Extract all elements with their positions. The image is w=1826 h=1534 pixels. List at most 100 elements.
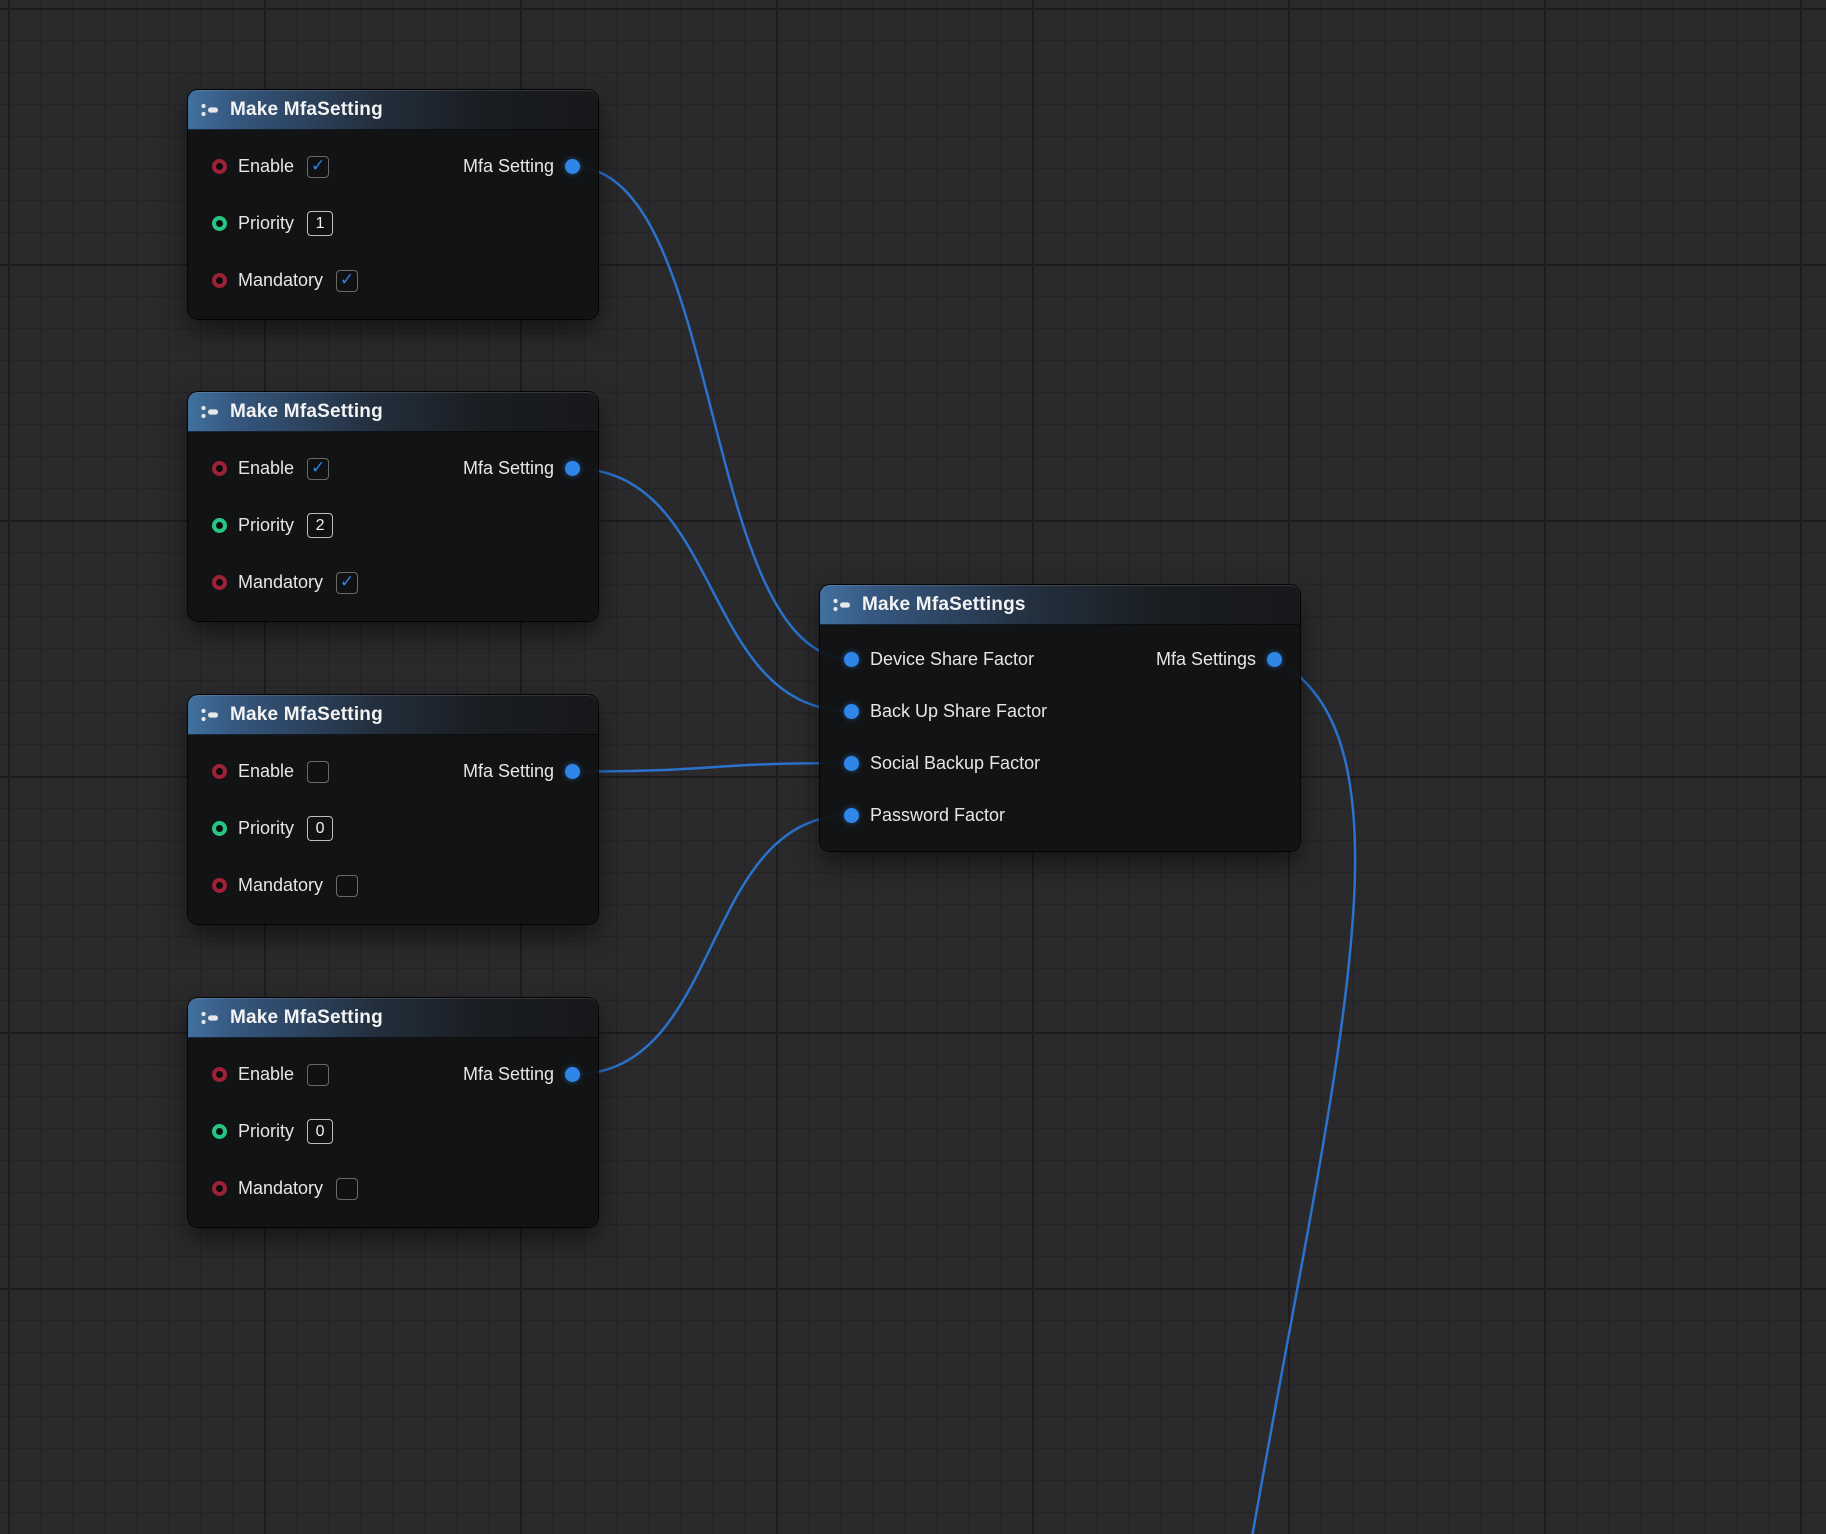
node-header[interactable]: Make MfaSettings [820, 585, 1300, 625]
back-up-share-factor-pin[interactable] [844, 703, 859, 719]
priority-input[interactable]: 0 [307, 1119, 334, 1144]
node-body: Enable ✓ Mfa Setting Priority 1 Man [188, 130, 598, 319]
node-title: Make MfaSetting [230, 98, 383, 120]
enable-checkbox[interactable]: ✓ [307, 457, 330, 480]
pin-row: Priority 2 [188, 497, 598, 554]
node-make-mfasetting-3[interactable]: Make MfaSetting Enable Mfa Setting Prior… [188, 695, 598, 924]
node-make-mfasetting-4[interactable]: Make MfaSetting Enable Mfa Setting Prior… [188, 998, 598, 1227]
wire[interactable] [572, 813, 852, 1076]
pin-row: Priority 0 [188, 1103, 598, 1160]
enable-pin[interactable] [212, 461, 227, 476]
pin-row: Social Backup Factor [820, 737, 1300, 789]
node-body: Device Share Factor Mfa Settings Back Up… [820, 625, 1300, 851]
password-factor-pin[interactable] [844, 807, 859, 823]
enable-label: Enable [238, 761, 295, 781]
make-struct-icon [832, 597, 852, 613]
priority-pin[interactable] [212, 1124, 227, 1139]
priority-pin[interactable] [212, 518, 227, 533]
mandatory-checkbox[interactable]: ✓ [336, 269, 359, 292]
node-body: Enable Mfa Setting Priority 0 Mand [188, 1038, 598, 1227]
mandatory-pin[interactable] [212, 878, 227, 893]
mfa-settings-output-pin[interactable] [1267, 651, 1282, 667]
enable-checkbox[interactable]: ✓ [307, 155, 330, 178]
mfa-setting-output-pin[interactable] [565, 159, 580, 174]
pin-row: Priority 0 [188, 800, 598, 857]
make-struct-icon [200, 707, 220, 723]
pin-row: Enable ✓ Mfa Setting [188, 440, 598, 497]
checkbox-checkmark: ✓ [310, 156, 326, 175]
node-make-mfasetting-2[interactable]: Make MfaSetting Enable ✓ Mfa Setting Pri… [188, 392, 598, 621]
device-share-factor-pin[interactable] [844, 651, 859, 667]
node-title: Make MfaSettings [862, 593, 1026, 615]
priority-input[interactable]: 1 [307, 211, 334, 236]
mfa-settings-output-label: Mfa Settings [1155, 648, 1256, 669]
priority-input[interactable]: 2 [307, 513, 334, 538]
pin-row: Mandatory ✓ [188, 554, 598, 611]
mfa-setting-output-pin[interactable] [565, 764, 580, 779]
make-struct-icon [200, 404, 220, 420]
priority-label: Priority [238, 1121, 295, 1141]
pin-row: Back Up Share Factor [820, 685, 1300, 737]
node-header[interactable]: Make MfaSetting [188, 695, 598, 735]
output-label: Mfa Setting [462, 458, 554, 478]
node-title: Make MfaSetting [230, 1006, 383, 1028]
priority-label: Priority [238, 818, 295, 838]
node-header[interactable]: Make MfaSetting [188, 392, 598, 432]
node-title: Make MfaSetting [230, 703, 383, 725]
priority-label: Priority [238, 515, 295, 535]
node-header[interactable]: Make MfaSetting [188, 998, 598, 1038]
pin-row: Password Factor [820, 789, 1300, 841]
password-factor-label: Password Factor [870, 804, 1006, 825]
mandatory-checkbox[interactable] [336, 1177, 359, 1200]
social-backup-factor-pin[interactable] [844, 755, 859, 771]
pin-row: Mandatory [188, 857, 598, 914]
priority-input[interactable]: 0 [307, 816, 334, 841]
enable-checkbox[interactable] [307, 760, 330, 783]
back-up-share-factor-label: Back Up Share Factor [870, 700, 1048, 721]
mandatory-pin[interactable] [212, 273, 227, 288]
pin-row: Mandatory [188, 1160, 598, 1217]
node-body: Enable Mfa Setting Priority 0 Mand [188, 735, 598, 924]
mandatory-checkbox[interactable] [336, 874, 359, 897]
wire[interactable] [572, 165, 852, 661]
pin-row: Priority 1 [188, 195, 598, 252]
pin-row: Mandatory ✓ [188, 252, 598, 309]
checkbox-checkmark: ✓ [339, 270, 355, 289]
mandatory-pin[interactable] [212, 1181, 227, 1196]
checkbox-checkmark: ✓ [339, 572, 355, 591]
mandatory-label: Mandatory [238, 270, 324, 290]
output-label: Mfa Setting [462, 1064, 554, 1084]
mfa-setting-output-pin[interactable] [565, 461, 580, 476]
make-struct-icon [200, 1010, 220, 1026]
node-title: Make MfaSetting [230, 400, 383, 422]
checkbox-checkmark: ✓ [310, 458, 326, 477]
output-label: Mfa Setting [462, 761, 554, 781]
wire[interactable] [1248, 657, 1357, 1534]
mfa-setting-output-pin[interactable] [565, 1067, 580, 1082]
priority-pin[interactable] [212, 821, 227, 836]
priority-pin[interactable] [212, 216, 227, 231]
pin-row: Enable Mfa Setting [188, 743, 598, 800]
mandatory-label: Mandatory [238, 1178, 324, 1198]
enable-pin[interactable] [212, 159, 227, 174]
mandatory-checkbox[interactable]: ✓ [336, 571, 359, 594]
pin-row: Enable ✓ Mfa Setting [188, 138, 598, 195]
device-share-factor-label: Device Share Factor [870, 648, 1035, 669]
node-make-mfasettings[interactable]: Make MfaSettings Device Share Factor Mfa… [820, 585, 1300, 851]
node-body: Enable ✓ Mfa Setting Priority 2 Man [188, 432, 598, 621]
output-label: Mfa Setting [462, 156, 554, 176]
enable-pin[interactable] [212, 764, 227, 779]
make-struct-icon [200, 102, 220, 118]
enable-pin[interactable] [212, 1067, 227, 1082]
wire[interactable] [572, 467, 852, 713]
node-header[interactable]: Make MfaSetting [188, 90, 598, 130]
enable-checkbox[interactable] [307, 1063, 330, 1086]
enable-label: Enable [238, 156, 295, 176]
mandatory-pin[interactable] [212, 575, 227, 590]
enable-label: Enable [238, 458, 295, 478]
priority-label: Priority [238, 213, 295, 233]
wire[interactable] [572, 761, 852, 773]
node-make-mfasetting-1[interactable]: Make MfaSetting Enable ✓ Mfa Setting Pri… [188, 90, 598, 319]
